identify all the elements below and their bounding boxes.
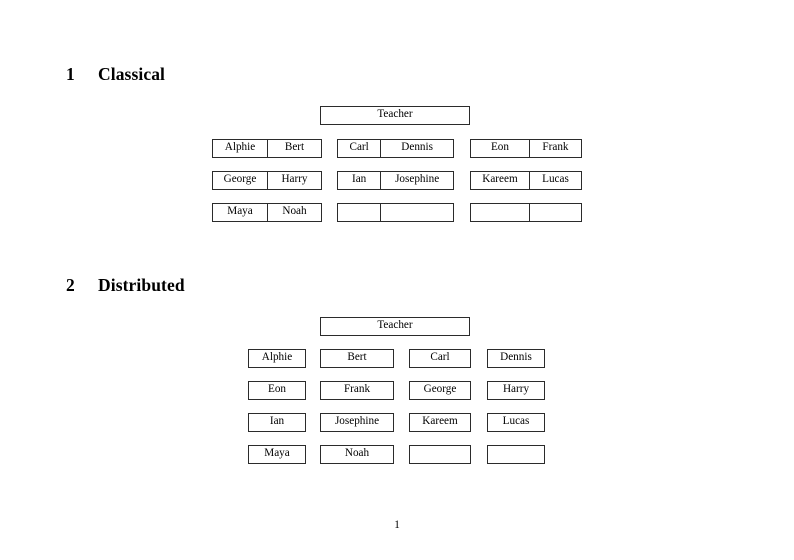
student-name: Alphie	[261, 351, 293, 364]
student-name: Frank	[343, 383, 371, 396]
student-cell[interactable]: Frank	[528, 140, 581, 157]
student-box[interactable]: Lucas	[487, 413, 545, 432]
student-cell[interactable]: Alphie	[213, 140, 267, 157]
section-title: Distributed	[98, 275, 185, 295]
student-name: Bert	[347, 351, 367, 364]
student-cell-empty[interactable]	[380, 204, 453, 221]
student-name: Kareem	[422, 415, 458, 428]
student-box[interactable]: Maya	[248, 445, 306, 464]
section-heading-classical: 1 Classical	[66, 64, 165, 85]
student-name: Dennis	[401, 141, 433, 154]
student-name: Alphie	[224, 141, 256, 154]
student-name: Josephine	[395, 173, 440, 186]
student-box-empty[interactable]	[487, 445, 545, 464]
student-pair-box[interactable]: Ian Josephine	[337, 171, 454, 190]
student-box[interactable]: Bert	[320, 349, 394, 368]
student-name: Harry	[281, 173, 308, 186]
student-name: Carl	[349, 141, 369, 154]
student-pair-box[interactable]: Eon Frank	[470, 139, 582, 158]
teacher-label: Teacher	[377, 108, 413, 121]
student-name: Josephine	[334, 415, 380, 428]
section-title: Classical	[98, 64, 166, 84]
teacher-box[interactable]: Teacher	[320, 317, 470, 336]
student-box[interactable]: Josephine	[320, 413, 394, 432]
student-box[interactable]: Carl	[409, 349, 471, 368]
student-pair-box[interactable]: Carl Dennis	[337, 139, 454, 158]
student-name: Noah	[282, 205, 307, 218]
student-cell[interactable]: Maya	[213, 204, 267, 221]
student-pair-box[interactable]: Maya Noah	[212, 203, 322, 222]
student-name: Lucas	[502, 415, 530, 428]
student-name: Ian	[269, 415, 285, 428]
student-box[interactable]: Harry	[487, 381, 545, 400]
student-box[interactable]: Ian	[248, 413, 306, 432]
section-number: 1	[66, 64, 75, 84]
student-box[interactable]: Kareem	[409, 413, 471, 432]
student-pair-box-empty[interactable]	[337, 203, 454, 222]
student-name: Harry	[502, 383, 530, 396]
student-name: Carl	[430, 351, 450, 364]
student-name: Dennis	[500, 351, 532, 364]
student-cell-empty[interactable]	[338, 204, 380, 221]
section-heading-distributed: 2 Distributed	[66, 275, 185, 296]
student-cell[interactable]: George	[213, 172, 267, 189]
student-box[interactable]: Frank	[320, 381, 394, 400]
student-box[interactable]: Alphie	[248, 349, 306, 368]
student-box-empty[interactable]	[409, 445, 471, 464]
student-pair-box[interactable]: George Harry	[212, 171, 322, 190]
student-cell[interactable]: Noah	[266, 204, 321, 221]
student-name: Frank	[542, 141, 569, 154]
student-box[interactable]: Dennis	[487, 349, 545, 368]
student-pair-box-empty[interactable]	[470, 203, 582, 222]
student-box[interactable]: Eon	[248, 381, 306, 400]
student-name: Ian	[351, 173, 367, 186]
student-box[interactable]: George	[409, 381, 471, 400]
student-cell[interactable]: Eon	[471, 140, 529, 157]
teacher-box[interactable]: Teacher	[320, 106, 470, 125]
student-name: Noah	[344, 447, 370, 460]
student-pair-box[interactable]: Alphie Bert	[212, 139, 322, 158]
student-cell[interactable]: Carl	[338, 140, 380, 157]
student-name: Eon	[267, 383, 287, 396]
student-cell[interactable]: Bert	[266, 140, 321, 157]
student-name: Kareem	[482, 173, 518, 186]
student-name: Lucas	[542, 173, 569, 186]
student-cell[interactable]: Kareem	[471, 172, 529, 189]
student-name: George	[223, 173, 257, 186]
student-name: Eon	[490, 141, 509, 154]
student-name: Maya	[227, 205, 253, 218]
page-number: 1	[394, 519, 400, 531]
student-pair-box[interactable]: Kareem Lucas	[470, 171, 582, 190]
student-cell-empty[interactable]	[528, 204, 581, 221]
student-cell[interactable]: Josephine	[380, 172, 453, 189]
student-cell-empty[interactable]	[471, 204, 529, 221]
student-cell[interactable]: Ian	[338, 172, 380, 189]
student-cell[interactable]: Harry	[266, 172, 321, 189]
student-name: Maya	[264, 447, 290, 460]
student-name: Bert	[284, 141, 305, 154]
teacher-label: Teacher	[377, 319, 413, 332]
student-cell[interactable]: Dennis	[380, 140, 453, 157]
student-box[interactable]: Noah	[320, 445, 394, 464]
student-name: George	[423, 383, 457, 396]
section-number: 2	[66, 275, 75, 295]
student-cell[interactable]: Lucas	[528, 172, 581, 189]
